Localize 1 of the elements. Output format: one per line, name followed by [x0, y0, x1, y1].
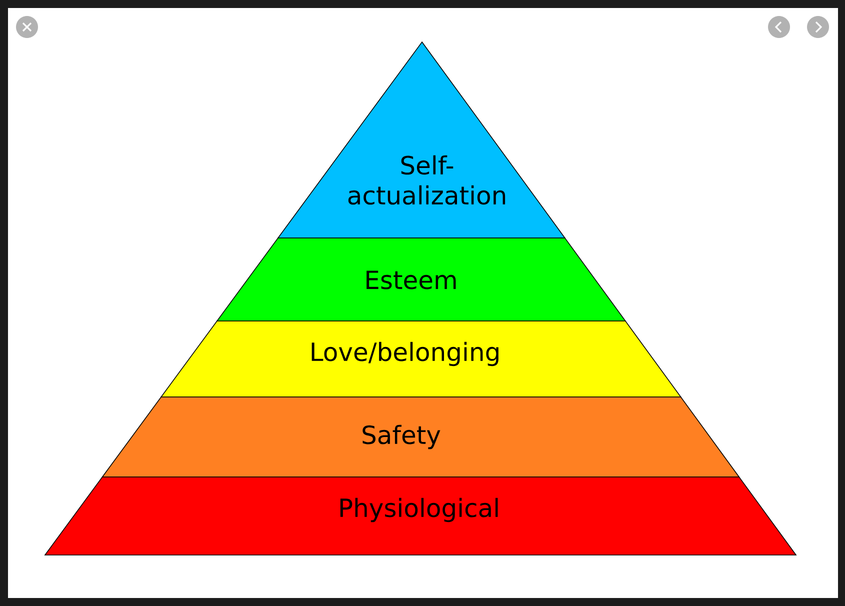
- pyramid-level: Safety: [102, 396, 740, 478]
